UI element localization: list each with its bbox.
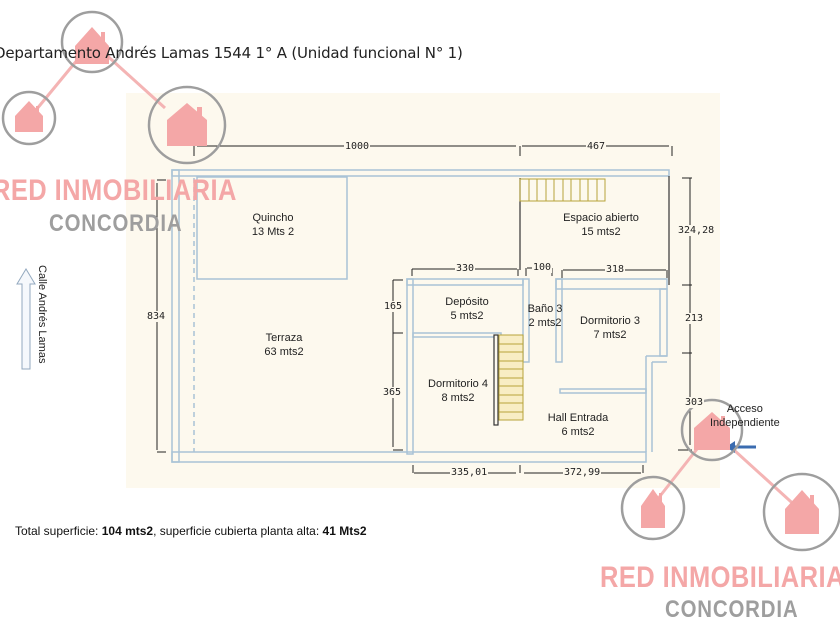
room-dormitorio-3: Dormitorio 3 7 mts2 <box>580 314 640 342</box>
room-area: 7 mts2 <box>593 329 627 341</box>
house-icon <box>620 475 686 541</box>
wall-deposito-top <box>406 278 524 286</box>
dim-label: 1000 <box>344 141 371 152</box>
room-name: Dormitorio 4 <box>428 378 488 390</box>
wall-hall-right <box>645 355 667 452</box>
floor-plan-background <box>126 93 720 488</box>
room-bano-3: Baño 3 2 mts2 <box>528 302 563 330</box>
room-area: 2 mts2 <box>528 317 562 329</box>
wall-dorm3-top <box>555 278 668 290</box>
wall-hall-partition <box>559 388 647 394</box>
dim-label: 467 <box>586 141 607 152</box>
total-surface: Total superficie: 104 mts2, superficie c… <box>15 524 367 538</box>
access-label-line2: Independiente <box>710 417 780 429</box>
street-label: Calle Andrés Lamas <box>36 265 48 364</box>
dim-label: 100 <box>532 262 553 273</box>
room-area: 13 Mts 2 <box>251 226 295 238</box>
stairs-middle <box>498 334 524 421</box>
brand-subtitle: CONCORDIA <box>49 210 183 237</box>
room-espacio-abierto: Espacio abierto 15 mts2 <box>563 211 639 239</box>
wall-top <box>171 169 670 177</box>
dim-label: 330 <box>455 263 476 274</box>
wall-dorm3-right <box>659 288 668 357</box>
room-name: Espacio abierto <box>563 212 639 224</box>
room-name: Depósito <box>445 296 489 308</box>
room-area: 5 mts2 <box>450 310 484 322</box>
house-icon <box>680 398 744 462</box>
room-name: Dormitorio 3 <box>580 315 640 327</box>
room-area: 15 mts2 <box>581 226 621 238</box>
room-name: Quincho <box>252 212 294 224</box>
wall-bottom <box>171 451 647 463</box>
stair-rail <box>493 334 499 426</box>
stairs-top <box>519 178 606 202</box>
room-name: Terraza <box>265 332 303 344</box>
house-icons <box>1 10 840 552</box>
dim-label: 834 <box>146 311 167 322</box>
room-hall-entrada: Hall Entrada 6 mts2 <box>548 411 609 439</box>
room-deposito: Depósito 5 mts2 <box>445 295 488 323</box>
room-dormitorio-4: Dormitorio 4 8 mts2 <box>428 377 488 405</box>
brand-subtitle: CONCORDIA <box>665 596 799 623</box>
access-label-line1: Acceso <box>726 403 763 415</box>
room-terraza: Terraza 63 mts2 <box>264 331 303 359</box>
quincho-outline <box>196 176 348 280</box>
dim-label: 335,01 <box>450 467 489 478</box>
dim-label: 165 <box>383 301 404 312</box>
wall-deposito-left <box>406 278 414 455</box>
room-area: 63 mts2 <box>264 346 304 358</box>
dim-label: 318 <box>605 264 626 275</box>
dim-label: 324,28 <box>677 225 716 236</box>
access-arrow <box>726 441 756 453</box>
room-area: 6 mts2 <box>561 426 595 438</box>
dim-label: 213 <box>684 313 705 324</box>
covered-label: , superficie cubierta planta alta: <box>153 524 323 538</box>
house-icon <box>762 472 840 552</box>
access-label: Acceso Independiente <box>710 402 780 430</box>
room-name: Baño 3 <box>527 303 563 315</box>
house-icon <box>1 90 57 146</box>
dim-label: 303 <box>684 397 705 408</box>
street-direction-arrow <box>16 268 36 370</box>
house-icon <box>147 85 227 165</box>
page-title: Departamento Andrés Lamas 1544 1° A (Uni… <box>0 44 463 62</box>
brand-name: RED INMOBILIARIA <box>600 561 840 594</box>
walls <box>171 169 670 463</box>
total-label: Total superficie: <box>15 524 102 538</box>
dim-label: 372,99 <box>563 467 602 478</box>
room-area: 8 mts2 <box>441 392 475 404</box>
room-quincho: Quincho 13 Mts 2 <box>252 211 294 239</box>
brand-name: RED INMOBILIARIA <box>0 174 237 207</box>
house-icon <box>60 10 124 74</box>
dimension-lines <box>156 145 692 474</box>
dim-label: 365 <box>382 387 403 398</box>
wall-deposito-bottom <box>412 332 502 338</box>
total-value: 104 mts2 <box>101 524 154 538</box>
wall-bano-left <box>522 278 530 363</box>
covered-value: 41 Mts2 <box>322 524 367 538</box>
room-name: Hall Entrada <box>547 412 609 424</box>
